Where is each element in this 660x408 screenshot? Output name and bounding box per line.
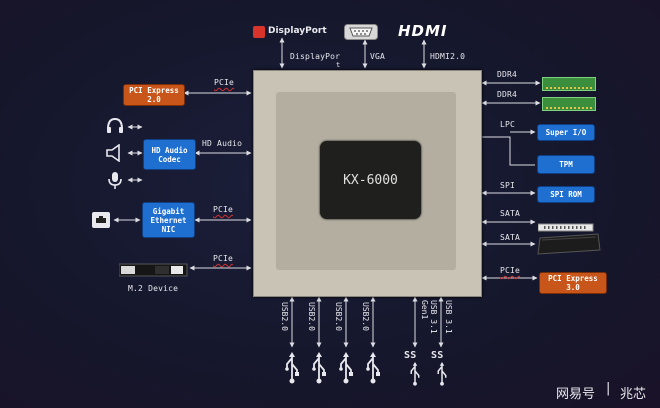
vga-port-icon <box>344 24 378 40</box>
headphone-icon <box>105 116 125 140</box>
m2-device-label: M.2 Device <box>128 284 179 293</box>
ddr4-label-1: DDR4 <box>497 70 518 79</box>
usb3-label-1: USB 3.1 Gen1 <box>420 300 438 334</box>
sata-drive-icon <box>537 218 594 237</box>
displayport-icon <box>253 26 265 38</box>
usb2-label-4: USB2.0 <box>361 302 370 331</box>
pcie-label-m2: PCIe <box>213 254 234 263</box>
usb-superspeed-icon-2: SS <box>431 350 455 386</box>
microphone-icon <box>105 170 125 194</box>
vga-label: VGA <box>370 52 386 61</box>
displayport-label-tail: t <box>336 61 341 69</box>
pcie-label-nic: PCIe <box>213 205 234 214</box>
ddr4-label-2: DDR4 <box>497 90 518 99</box>
ss-label-2: SS <box>431 350 444 361</box>
pci-express-3-box: PCI Express 3.0 <box>539 272 607 294</box>
ddr4-module-2-icon <box>542 97 596 111</box>
watermark-author: 兆芯 <box>620 387 647 402</box>
speaker-icon <box>104 143 124 166</box>
lpc-label: LPC <box>500 120 516 129</box>
pcie-label-right: PCIe <box>500 266 521 275</box>
hd-audio-codec-box: HD Audio Codec <box>143 139 196 170</box>
hdmi-label: HDMI2.0 <box>430 52 466 61</box>
watermark-divider: | <box>606 381 611 396</box>
sata-label-2: SATA <box>500 233 521 242</box>
sata-label-1: SATA <box>500 209 521 218</box>
displayport-label: DisplayPor <box>290 52 341 61</box>
usb-symbol-icon-4 <box>366 352 380 384</box>
displayport-logo: DisplayPort <box>268 26 327 36</box>
pcie-label-top-left: PCIe <box>214 78 235 87</box>
ethernet-port-icon <box>91 211 111 233</box>
optical-drive-icon <box>536 232 602 260</box>
hdmi-logo: HDMI <box>398 22 448 40</box>
ddr4-module-1-icon <box>542 77 596 91</box>
watermark-brand: 网易号 <box>556 387 596 402</box>
ss-label-1: SS <box>404 350 417 361</box>
spi-label: SPI <box>500 181 516 190</box>
usb-symbol-icon-3 <box>339 352 353 384</box>
hd-audio-label: HD Audio <box>202 139 243 148</box>
tpm-box: TPM <box>537 155 595 174</box>
super-io-box: Super I/O <box>537 124 595 141</box>
gigabit-ethernet-nic-box: Gigabit Ethernet NIC <box>142 202 195 238</box>
link-lpc <box>482 136 535 166</box>
usb2-label-3: USB2.0 <box>334 302 343 331</box>
chip-die: KX-6000 <box>320 141 421 219</box>
pci-express-2-box: PCI Express 2.0 <box>123 84 185 106</box>
usb3-label-2: USB 3.1 <box>444 300 453 334</box>
usb-superspeed-icon-1: SS <box>404 350 428 386</box>
usb2-label-1: USB2.0 <box>280 302 289 331</box>
spi-rom-box: SPI ROM <box>537 186 595 203</box>
usb-symbol-icon-1 <box>285 352 299 384</box>
m2-ssd-icon <box>118 262 189 282</box>
usb2-label-2: USB2.0 <box>307 302 316 331</box>
usb-symbol-icon-2 <box>312 352 326 384</box>
